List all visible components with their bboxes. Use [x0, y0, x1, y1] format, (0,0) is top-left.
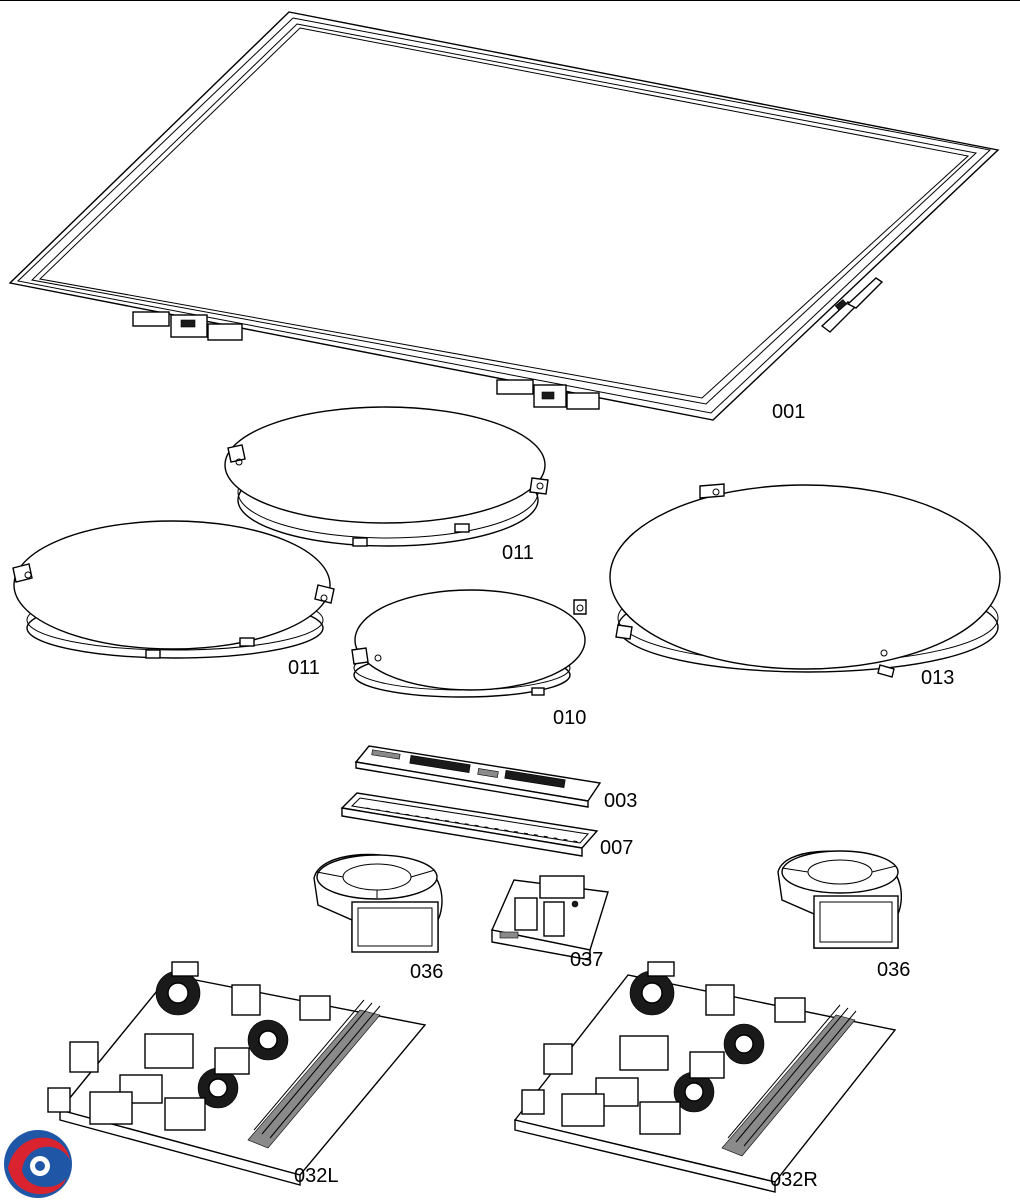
- induction-coil-left[interactable]: [12, 520, 335, 659]
- part-label-032L: 032L: [294, 1165, 339, 1187]
- part-label-003: 003: [604, 790, 638, 812]
- induction-coil-small[interactable]: [351, 589, 587, 698]
- part-label-036-left: 036: [410, 961, 444, 983]
- part-label-032R: 032R: [770, 1169, 818, 1191]
- part-label-007: 007: [600, 837, 634, 859]
- control-housing-part[interactable]: [340, 792, 599, 857]
- part-label-001: 001: [772, 401, 806, 423]
- part-label-011-top: 011: [502, 542, 534, 564]
- part-label-036-right: 036: [877, 959, 911, 981]
- part-label-010: 010: [553, 707, 587, 729]
- brand-logo-icon: [4, 1130, 72, 1198]
- part-label-013: 013: [921, 667, 955, 689]
- glass-frame-part[interactable]: [8, 11, 1000, 421]
- control-board-part[interactable]: [354, 745, 602, 808]
- part-label-011-left: 011: [288, 657, 320, 679]
- power-board-right[interactable]: [513, 961, 897, 1193]
- cooling-fan-right[interactable]: [777, 850, 903, 949]
- center-module-part[interactable]: [491, 875, 609, 961]
- induction-coil-large[interactable]: [609, 483, 1001, 678]
- top-border-line: [0, 0, 1020, 1]
- part-label-037: 037: [570, 949, 604, 971]
- cooling-fan-left[interactable]: [313, 853, 443, 953]
- power-board-left[interactable]: [47, 961, 427, 1186]
- induction-coil-top[interactable]: [224, 406, 549, 547]
